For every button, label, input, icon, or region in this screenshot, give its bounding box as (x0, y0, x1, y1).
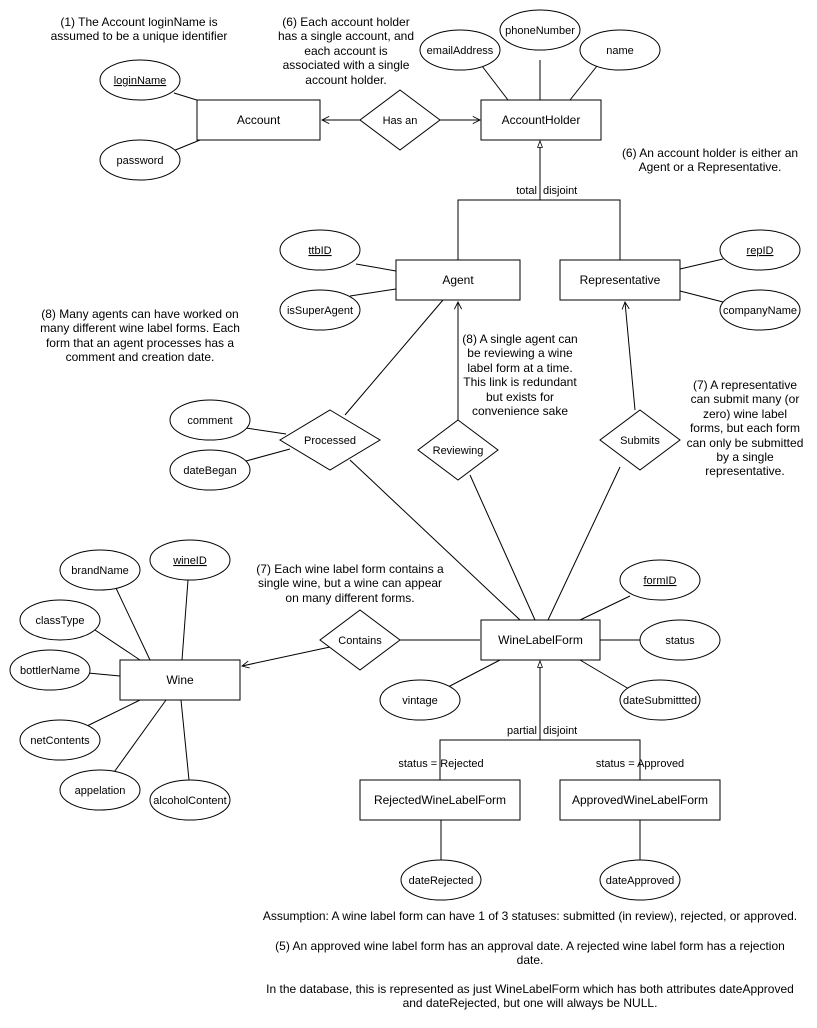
entity-wine-label-form: WineLabelForm (480, 619, 601, 661)
attribute-phone-number-label: phoneNumber (505, 25, 575, 37)
attribute-wine-id-label: wineID (172, 555, 207, 567)
attribute-ttb-id: ttbID (279, 229, 361, 271)
attribute-date-rejected: dateRejected (400, 859, 482, 901)
attribute-company-name: companyName (719, 289, 801, 331)
attribute-alcohol-content-label: alcoholContent (153, 795, 226, 807)
attribute-date-submitted-label: dateSubmittted (623, 695, 697, 707)
attribute-login-name-label: loginName (114, 75, 167, 87)
attribute-is-super-agent-label: isSuperAgent (287, 305, 353, 317)
entity-account: Account (196, 99, 321, 141)
entity-account-holder: AccountHolder (480, 99, 602, 141)
attribute-phone-number: phoneNumber (499, 9, 581, 51)
attribute-vintage: vintage (379, 679, 461, 721)
entity-approved-form: ApprovedWineLabelForm (559, 779, 721, 821)
relationship-processed-label: Processed (304, 435, 356, 447)
note-approval-date: (5) An approved wine label form has an a… (275, 939, 785, 968)
isa-disjoint-label-bottom: disjoint (543, 725, 577, 737)
entity-representative-label: Representative (580, 273, 661, 287)
relationship-contains: Contains (319, 609, 401, 671)
attribute-name: name (579, 29, 661, 71)
attribute-rep-id-label: repID (747, 245, 774, 257)
note-representative-submit: (7) A representative can submit many (or… (686, 378, 804, 479)
attribute-brand-name-label: brandName (71, 565, 128, 577)
attribute-date-submitted: dateSubmittted (619, 679, 701, 721)
entity-approved-form-label: ApprovedWineLabelForm (572, 793, 708, 807)
attribute-alcohol-content: alcoholContent (149, 779, 231, 821)
relationship-reviewing-label: Reviewing (433, 445, 484, 457)
entity-wine-label: Wine (166, 673, 194, 687)
note-single-wine: (7) Each wine label form contains a sing… (256, 562, 444, 605)
attribute-date-approved-label: dateApproved (606, 875, 675, 887)
attribute-form-id: formID (619, 559, 701, 601)
note-single-agent: (8) A single agent can be reviewing a wi… (462, 332, 578, 419)
entity-agent: Agent (395, 259, 521, 301)
attribute-rep-id: repID (719, 229, 801, 271)
note-database: In the database, this is represented as … (266, 982, 794, 1011)
entity-account-holder-label: AccountHolder (502, 113, 581, 127)
entity-rejected-form-label: RejectedWineLabelForm (374, 793, 506, 807)
attribute-net-contents: netContents (19, 719, 101, 761)
attribute-wine-id: wineID (149, 539, 231, 581)
attribute-email-address-label: emailAddress (427, 45, 494, 57)
isa-disjoint-label-top: disjoint (543, 185, 577, 197)
attribute-password: password (99, 139, 181, 181)
entity-agent-label: Agent (442, 273, 474, 287)
attribute-date-rejected-label: dateRejected (409, 875, 474, 887)
note-many-agents: (8) Many agents can have worked on many … (40, 307, 240, 365)
attribute-login-name: loginName (99, 59, 181, 101)
attribute-password-label: password (116, 155, 163, 167)
attribute-bottler-name-label: bottlerName (20, 665, 80, 677)
attribute-appelation-label: appelation (75, 785, 126, 797)
isa-partial-label: partial (507, 725, 537, 737)
relationship-reviewing: Reviewing (417, 419, 499, 481)
attribute-net-contents-label: netContents (30, 735, 90, 747)
attribute-status: status (639, 619, 721, 661)
attribute-class-type-label: classType (36, 615, 85, 627)
attribute-form-id-label: formID (644, 575, 677, 587)
relationship-processed: Processed (279, 409, 381, 471)
relationship-submits: Submits (599, 409, 681, 471)
note-assumption: Assumption: A wine label form can have 1… (262, 909, 798, 923)
attribute-brand-name: brandName (59, 549, 141, 591)
attribute-appelation: appelation (59, 769, 141, 811)
attribute-date-began-label: dateBegan (183, 465, 236, 477)
relationship-submits-label: Submits (620, 435, 660, 447)
attribute-comment: comment (169, 399, 251, 441)
entity-wine-label-form-label: WineLabelForm (498, 633, 583, 647)
attribute-date-approved: dateApproved (599, 859, 681, 901)
note-login-unique: (1) The Account loginName is assumed to … (50, 15, 228, 44)
entity-representative: Representative (559, 259, 681, 301)
attribute-is-super-agent: isSuperAgent (279, 289, 361, 331)
attribute-vintage-label: vintage (402, 695, 437, 707)
attribute-date-began: dateBegan (169, 449, 251, 491)
entity-account-label: Account (237, 113, 281, 127)
attribute-comment-label: comment (187, 415, 232, 427)
attribute-status-label: status (665, 635, 695, 647)
entity-rejected-form: RejectedWineLabelForm (359, 779, 521, 821)
attribute-class-type: classType (19, 599, 101, 641)
attribute-bottler-name: bottlerName (9, 649, 91, 691)
entity-wine: Wine (119, 659, 241, 701)
attribute-company-name-label: companyName (723, 305, 797, 317)
relationship-contains-label: Contains (338, 635, 382, 647)
relationship-has-an: Has an (359, 89, 441, 151)
status-approved-label: status = Approved (596, 758, 684, 770)
isa-total-label: total (516, 185, 537, 197)
attribute-email-address: emailAddress (419, 29, 501, 71)
connectors (84, 60, 724, 860)
status-rejected-label: status = Rejected (398, 758, 483, 770)
note-single-account: (6) Each account holder has a single acc… (277, 15, 415, 87)
attribute-ttb-id-label: ttbID (308, 245, 331, 257)
relationship-has-an-label: Has an (383, 115, 418, 127)
note-holder-either: (6) An account holder is either an Agent… (621, 146, 799, 175)
attribute-name-label: name (606, 45, 634, 57)
